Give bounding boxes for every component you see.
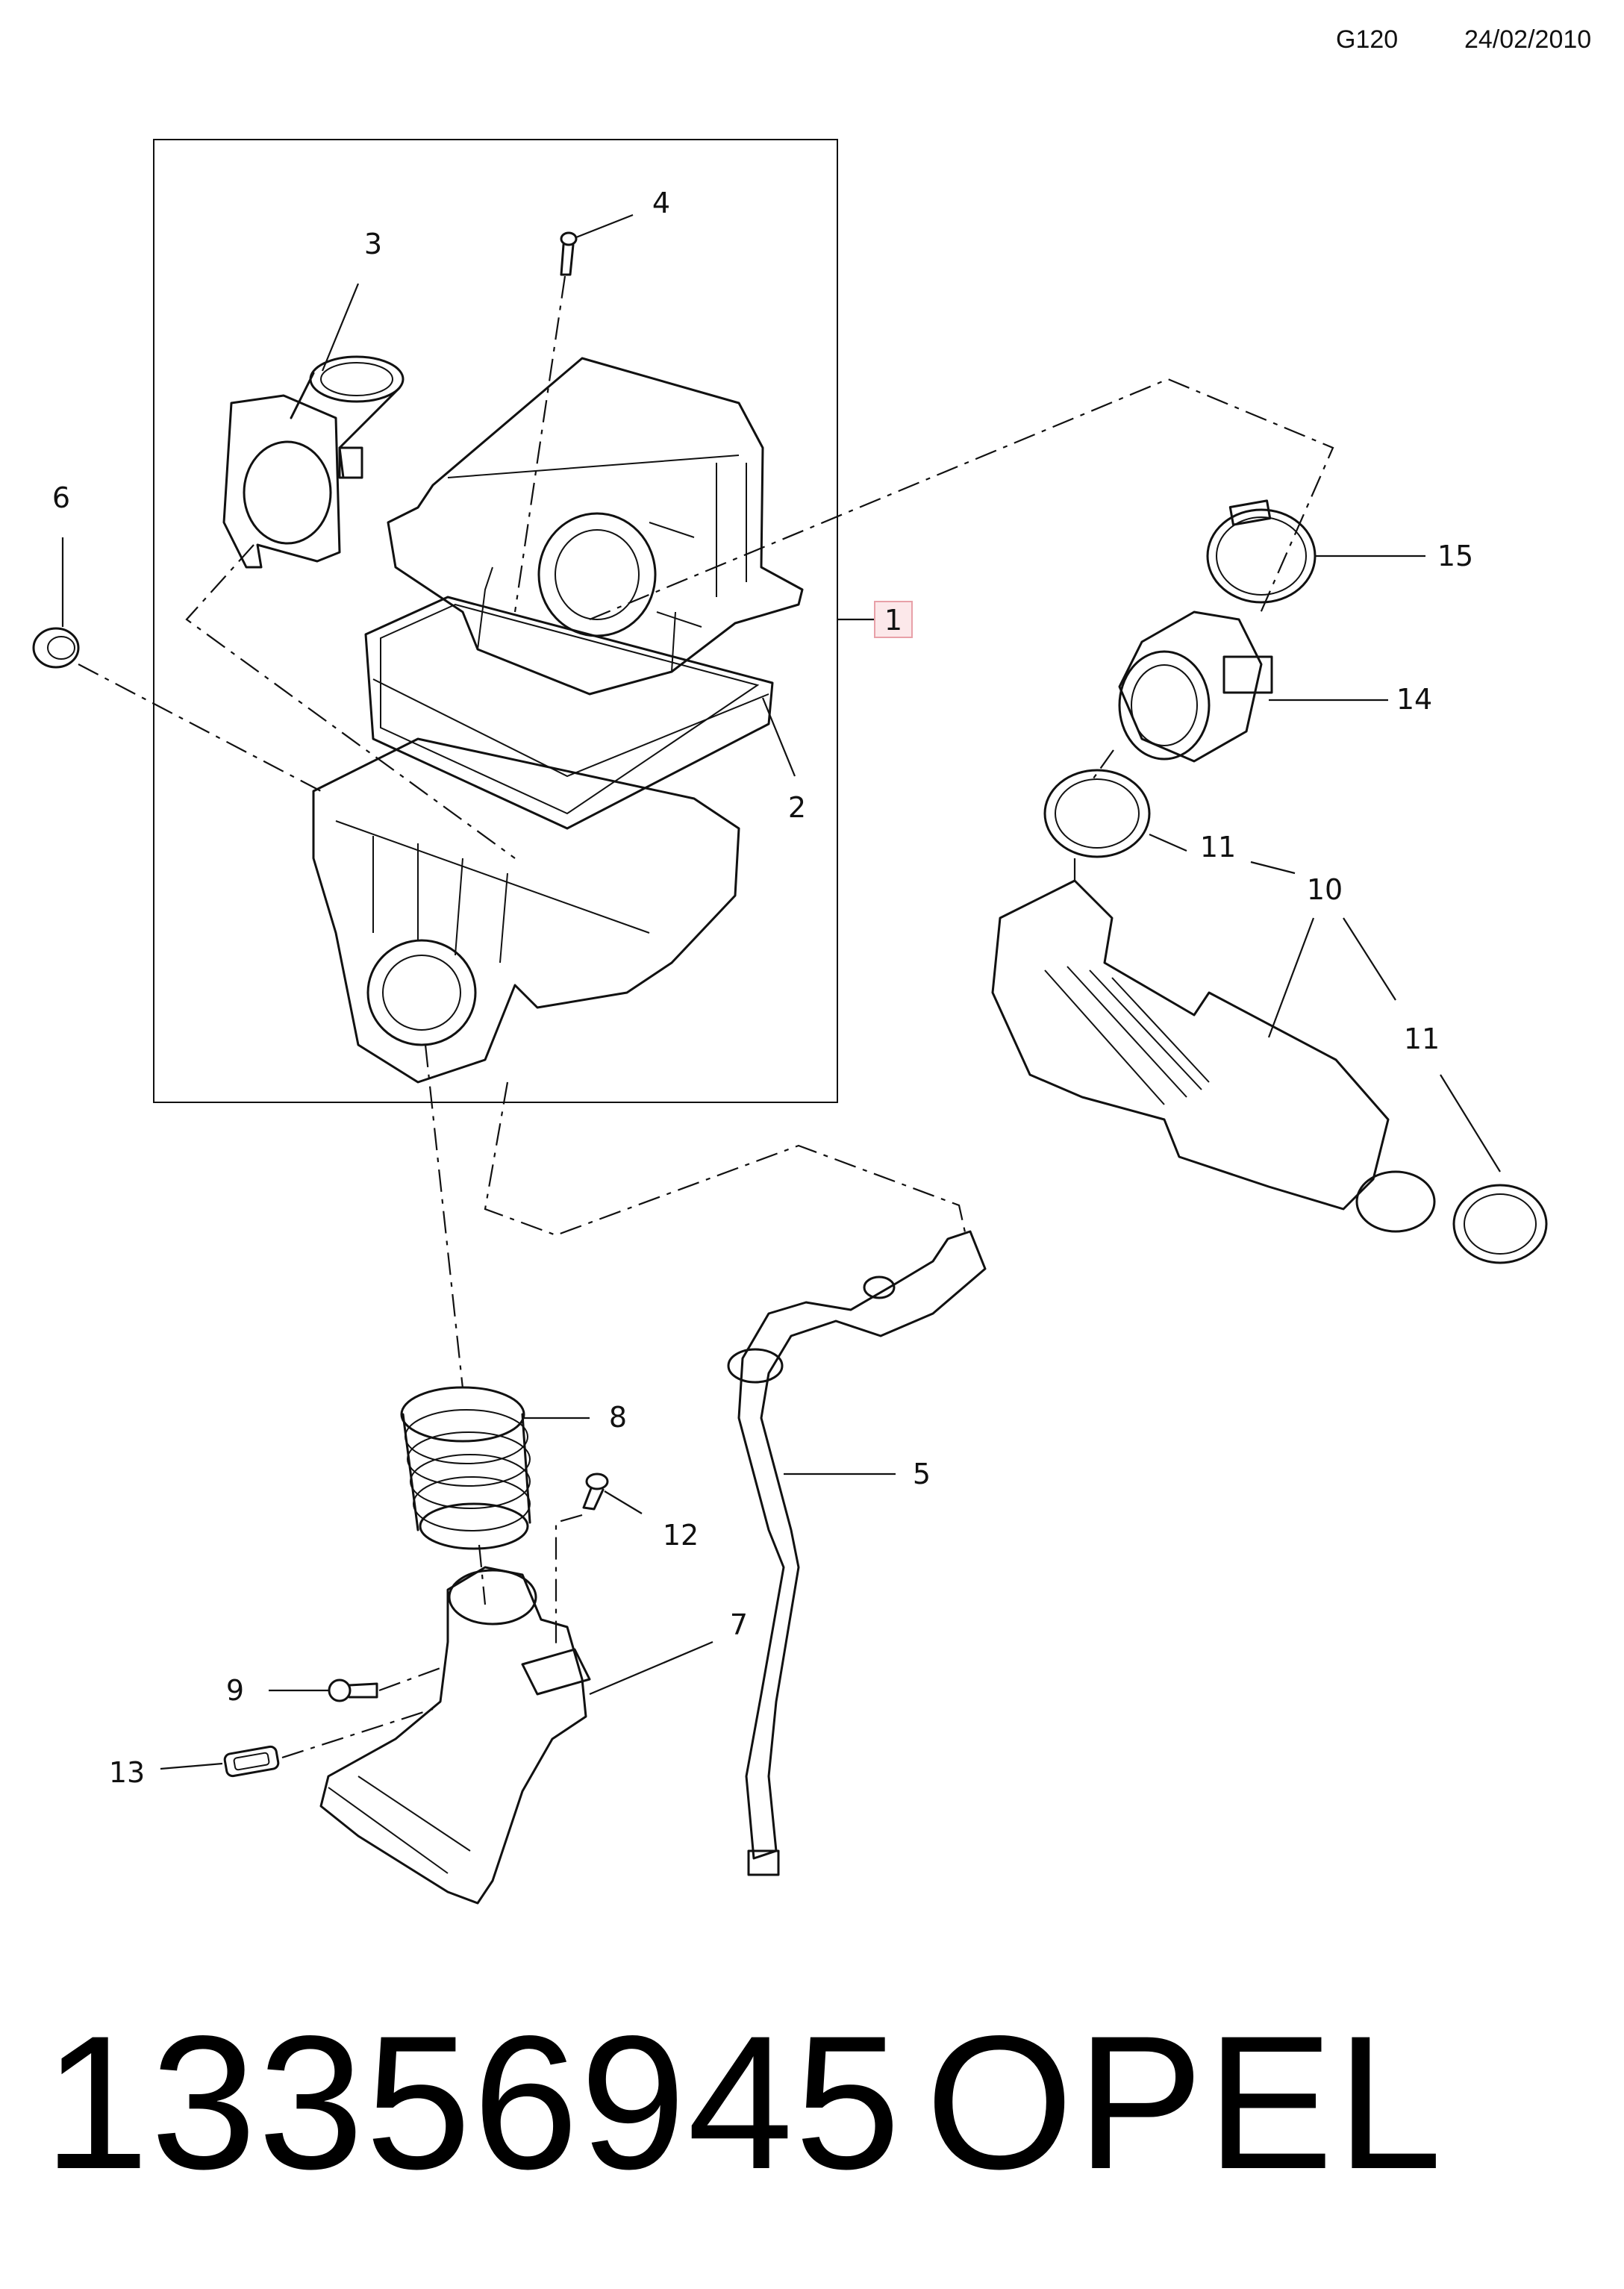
air-cleaner-cover[interactable]	[387, 357, 804, 696]
part-5-vent-hose[interactable]	[727, 1230, 987, 1876]
callout-13[interactable]: 13	[109, 1756, 145, 1789]
diagram-code: G120	[1336, 25, 1399, 54]
assembly-1-frame	[153, 139, 838, 1103]
part-9-bolt[interactable]	[328, 1679, 378, 1702]
part-2-filter-element[interactable]	[364, 596, 774, 830]
callout-8[interactable]: 8	[609, 1401, 627, 1434]
part-3-intake-adapter[interactable]	[222, 355, 405, 569]
callout-15[interactable]: 15	[1437, 540, 1473, 572]
callout-2[interactable]: 2	[788, 791, 806, 824]
part-15-hose-clamp[interactable]	[1206, 499, 1317, 604]
part-4-screw[interactable]	[560, 231, 578, 276]
callout-7[interactable]: 7	[730, 1608, 748, 1641]
callout-9[interactable]: 9	[226, 1674, 244, 1707]
callout-4[interactable]: 4	[652, 187, 670, 219]
part-7-intake-duct[interactable]	[319, 1566, 591, 1905]
brand-name: OPEL	[925, 1996, 1446, 2209]
callout-11-lower[interactable]: 11	[1404, 1022, 1440, 1055]
callout-10[interactable]: 10	[1307, 873, 1343, 906]
diagram-date: 24/02/2010	[1464, 25, 1592, 54]
part-10-intake-hose[interactable]	[991, 879, 1436, 1233]
callout-6[interactable]: 6	[52, 481, 70, 514]
callout-3[interactable]: 3	[364, 228, 382, 260]
callout-14[interactable]: 14	[1396, 683, 1432, 716]
part-8-bellows[interactable]	[400, 1386, 531, 1550]
part-14-air-mass-sensor[interactable]	[1118, 610, 1273, 763]
part-11-clamp-lower[interactable]	[1452, 1184, 1548, 1264]
part-13-clip[interactable]	[223, 1745, 280, 1778]
part-6-grommet[interactable]	[32, 627, 80, 669]
air-cleaner-lower-housing[interactable]	[312, 737, 740, 1084]
callout-1[interactable]: 1	[884, 604, 902, 637]
callout-12[interactable]: 12	[663, 1519, 699, 1552]
callout-11-upper[interactable]: 11	[1200, 831, 1236, 864]
part-11-clamp-upper[interactable]	[1043, 769, 1151, 858]
callout-5[interactable]: 5	[913, 1458, 931, 1490]
part-12-screw[interactable]	[582, 1473, 609, 1511]
part-number: 13356945	[43, 1996, 902, 2209]
callout-1-highlight	[874, 601, 913, 638]
